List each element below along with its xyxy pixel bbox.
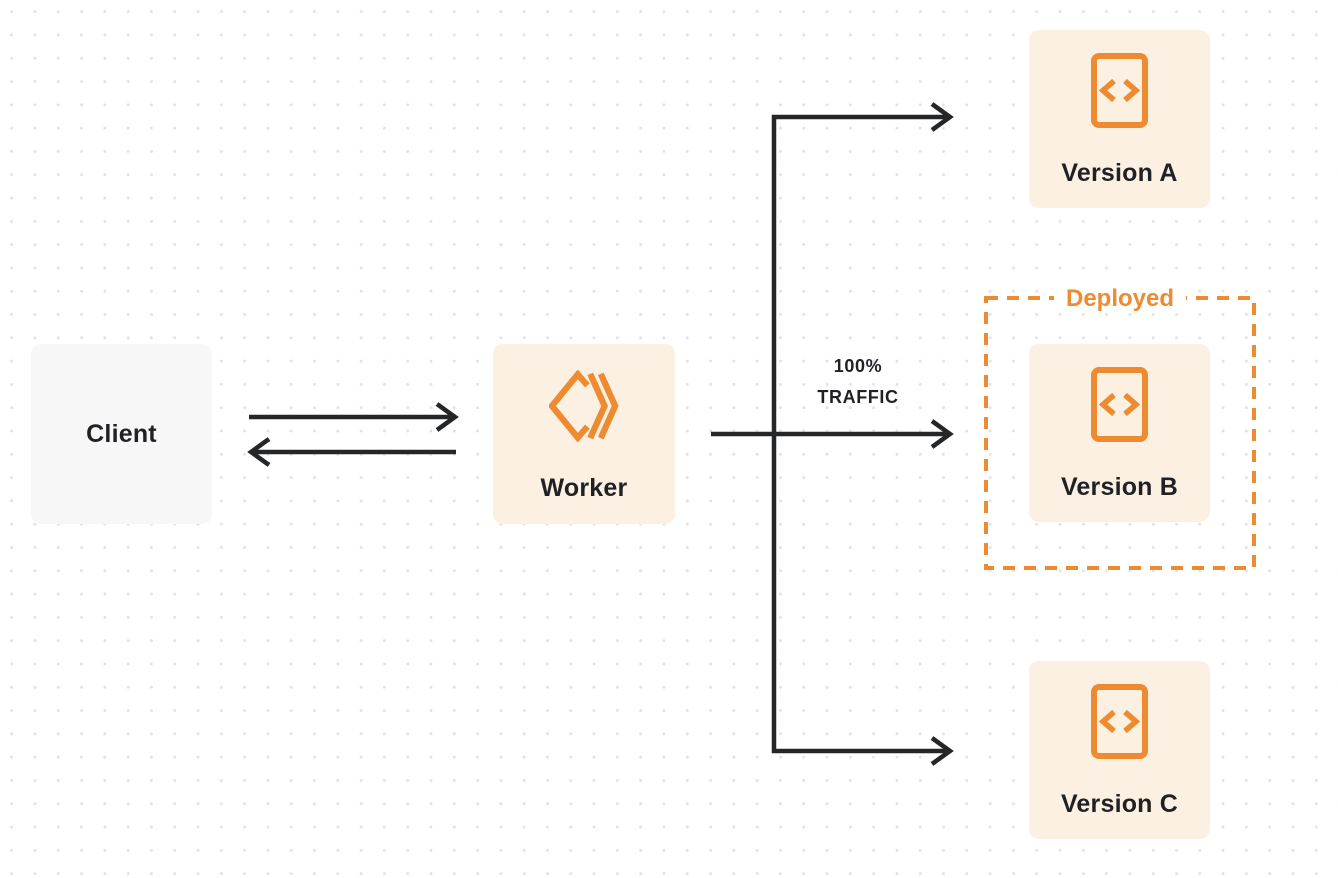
deployed-group-label: Deployed <box>1053 285 1187 313</box>
code-file-icon <box>1091 53 1148 128</box>
worker-label: Worker <box>540 474 628 502</box>
version-a-label: Version A <box>1061 159 1178 187</box>
client-node[interactable]: Client <box>31 344 212 524</box>
client-label: Client <box>86 420 157 448</box>
arrowhead-left-icon <box>247 437 271 467</box>
client-to-worker-arrow <box>249 402 459 432</box>
cloudflare-workers-icon <box>549 370 619 442</box>
worker-node[interactable]: Worker <box>493 344 675 524</box>
code-file-icon <box>1091 684 1148 759</box>
traffic-percent: 100% <box>833 356 883 376</box>
branch-bracket <box>771 102 954 766</box>
arrowhead-right-icon <box>435 402 459 432</box>
arrowhead-right-icon <box>930 419 954 449</box>
traffic-annotation: 100% TRAFFIC <box>817 351 898 413</box>
traffic-word: TRAFFIC <box>817 387 899 407</box>
code-file-icon <box>1091 367 1148 442</box>
version-c-node[interactable]: Version C <box>1029 661 1210 839</box>
version-b-label: Version B <box>1060 473 1179 501</box>
arrowhead-right-icon <box>930 102 954 132</box>
version-c-label: Version C <box>1060 790 1179 818</box>
version-a-node[interactable]: Version A <box>1029 30 1210 208</box>
version-b-node[interactable]: Version B <box>1029 344 1210 522</box>
worker-to-client-arrow <box>247 437 456 467</box>
arrowhead-right-icon <box>930 736 954 766</box>
worker-to-version-b-arrow <box>711 419 954 449</box>
